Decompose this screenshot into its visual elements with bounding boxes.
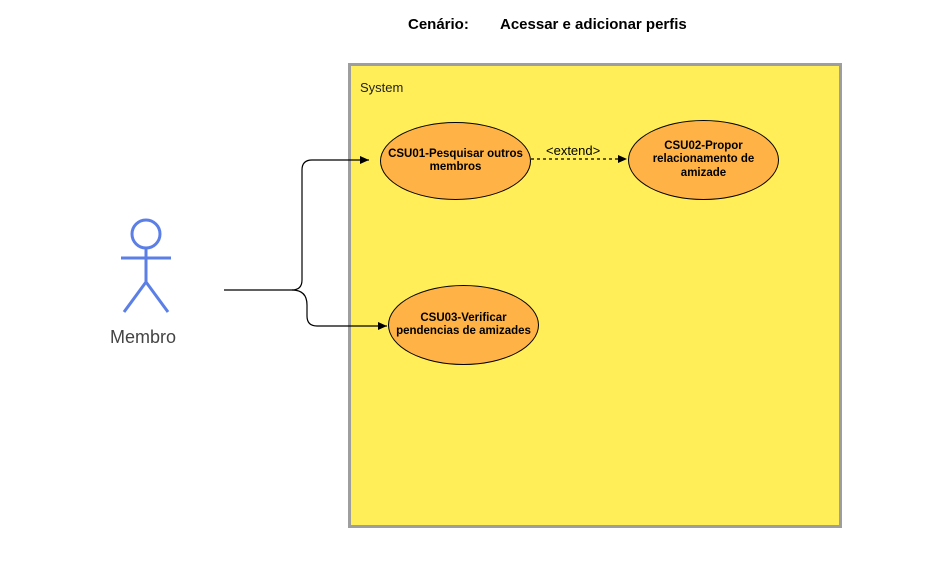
use-case-csu03-label: CSU03-Verificar pendencias de amizades: [396, 311, 531, 337]
use-case-csu01[interactable]: CSU01-Pesquisar outros membros: [380, 122, 531, 200]
use-case-csu03[interactable]: CSU03-Verificar pendencias de amizades: [388, 285, 539, 365]
system-label: System: [360, 80, 404, 95]
use-case-csu02-label: CSU02-Propor relacionamento de amizade: [652, 140, 755, 179]
association-line-csu01[interactable]: [224, 156, 369, 291]
extend-label: <extend>: [546, 143, 601, 158]
scenario-title: Acessar e adicionar perfis: [500, 16, 687, 33]
scenario-label: Cenário:: [408, 16, 469, 33]
use-case-csu01-label: CSU01-Pesquisar outros membros: [388, 147, 523, 173]
association-line-csu03[interactable]: [291, 289, 387, 330]
actor-stick-figure-icon[interactable]: [121, 218, 171, 313]
actor-name: Membro: [110, 327, 177, 347]
use-case-csu02[interactable]: CSU02-Propor relacionamento de amizade: [628, 120, 779, 200]
